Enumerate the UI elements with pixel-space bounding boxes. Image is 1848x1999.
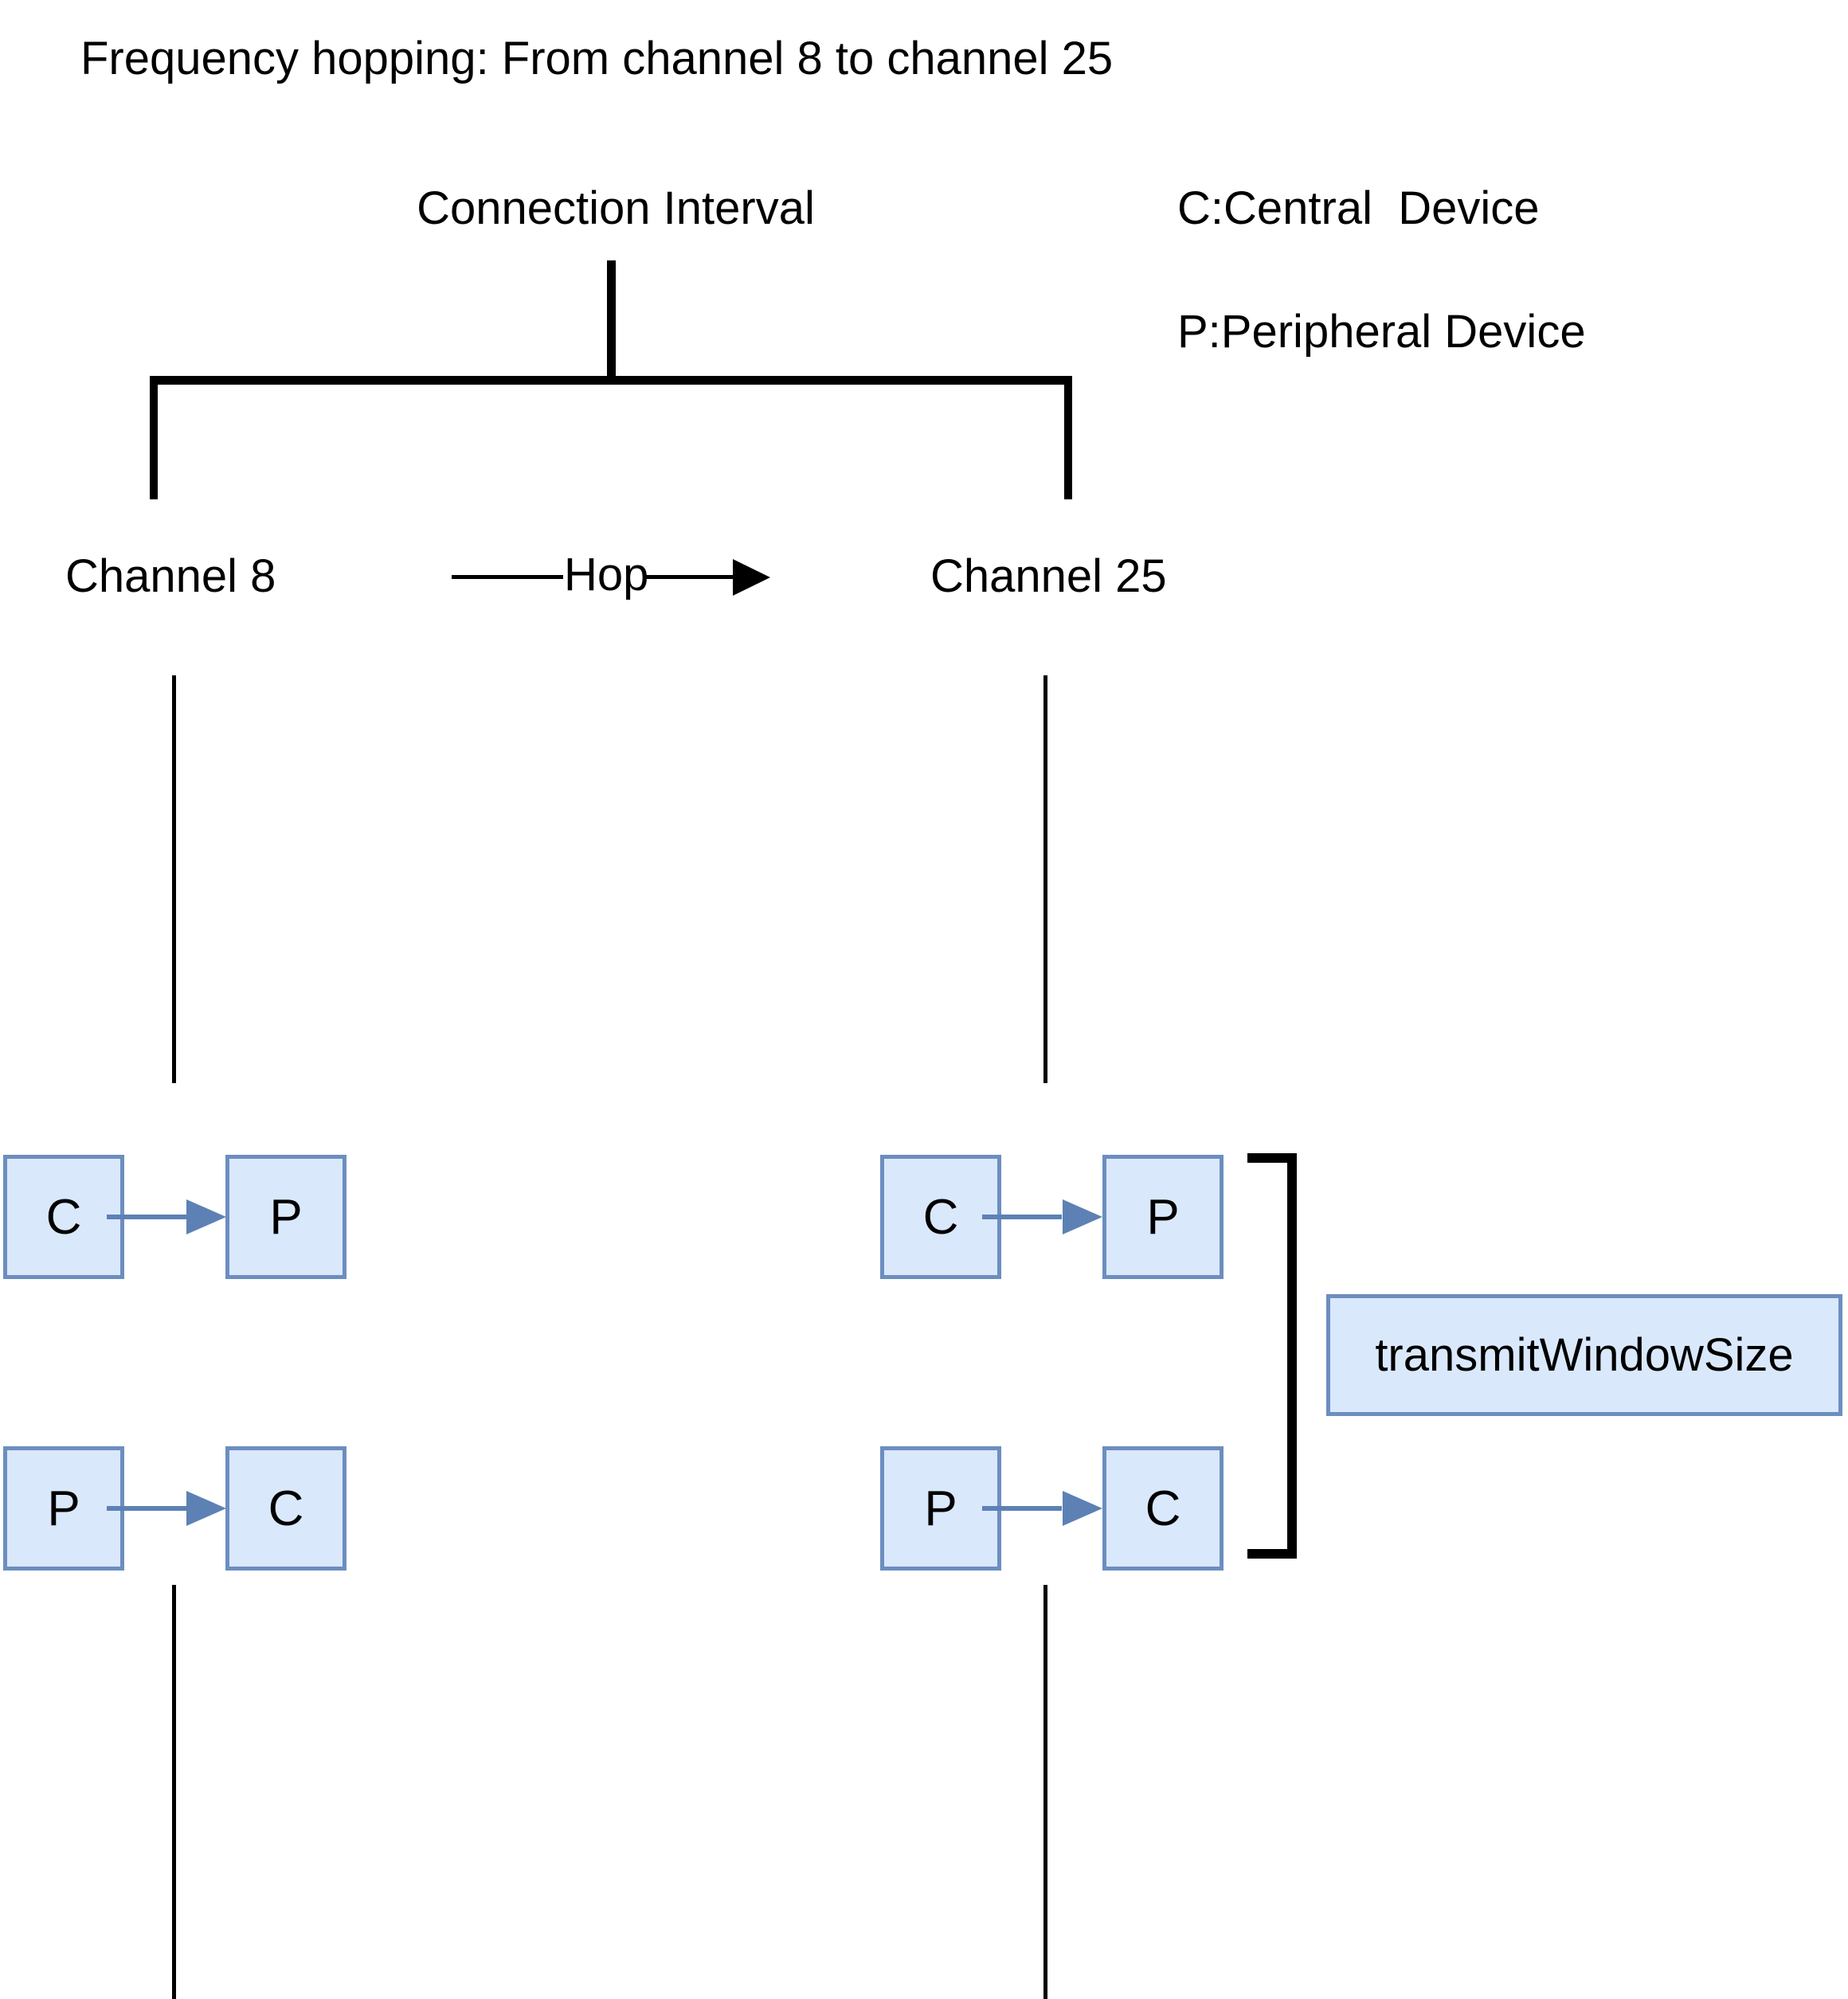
channel25-row2-central-letter: C (1145, 1481, 1181, 1536)
channel25-row1-central-letter: C (922, 1189, 959, 1245)
connection-interval-label: Connection Interval (417, 182, 815, 234)
interval-bracket-right-tick (1064, 376, 1072, 499)
channel8-row2-central-letter: C (268, 1481, 304, 1536)
window-bracket-vertical (1287, 1153, 1297, 1559)
window-bracket-top-cap (1247, 1153, 1297, 1163)
channel8-row1-central-letter: C (45, 1189, 82, 1245)
channel8-row1-peripheral-box: P (225, 1155, 346, 1279)
channel25-row2-peripheral-letter: P (924, 1481, 957, 1536)
legend-central-device: C:Central Device (1177, 182, 1540, 234)
channel-25-timeline-upper (1043, 675, 1047, 1083)
hop-label: Hop (564, 549, 649, 600)
hop-arrow-line-left (452, 575, 563, 579)
channel8-row1-arrow-line (107, 1215, 186, 1219)
interval-bracket-stem (607, 260, 616, 380)
transmit-window-size-label: transmitWindowSize (1375, 1329, 1794, 1381)
hop-arrowhead-icon (733, 559, 770, 596)
transmit-window-size-box: transmitWindowSize (1326, 1294, 1842, 1416)
channel8-row1-peripheral-letter: P (269, 1189, 303, 1245)
channel8-row1-arrowhead-icon (186, 1199, 226, 1234)
channel-8-label: Channel 8 (65, 550, 276, 602)
channel25-row2-arrowhead-icon (1063, 1491, 1102, 1526)
channel8-row1-central-box: C (3, 1155, 124, 1279)
channel25-row1-peripheral-letter: P (1146, 1189, 1180, 1245)
channel8-row2-peripheral-letter: P (47, 1481, 80, 1536)
channel25-row2-peripheral-box: P (880, 1446, 1001, 1571)
window-bracket-bottom-cap (1247, 1549, 1297, 1559)
channel8-row2-arrow-line (107, 1506, 186, 1511)
channel25-row1-arrow-line (982, 1215, 1062, 1219)
channel-25-label: Channel 25 (930, 550, 1167, 602)
legend-peripheral-device: P:Peripheral Device (1177, 306, 1586, 358)
channel25-row1-arrowhead-icon (1063, 1199, 1102, 1234)
channel-8-timeline-lower (172, 1585, 176, 1999)
channel25-row2-central-box: C (1102, 1446, 1224, 1571)
interval-bracket-bar (150, 376, 1072, 385)
hop-arrow-line-right (644, 575, 737, 579)
diagram-title: Frequency hopping: From channel 8 to cha… (80, 33, 1114, 84)
channel-25-timeline-lower (1043, 1585, 1047, 1999)
channel-8-timeline-upper (172, 675, 176, 1083)
channel8-row2-central-box: C (225, 1446, 346, 1571)
channel25-row2-arrow-line (982, 1506, 1062, 1511)
interval-bracket-left-tick (150, 376, 158, 499)
channel25-row1-peripheral-box: P (1102, 1155, 1224, 1279)
channel8-row2-peripheral-box: P (3, 1446, 124, 1571)
channel8-row2-arrowhead-icon (186, 1491, 226, 1526)
